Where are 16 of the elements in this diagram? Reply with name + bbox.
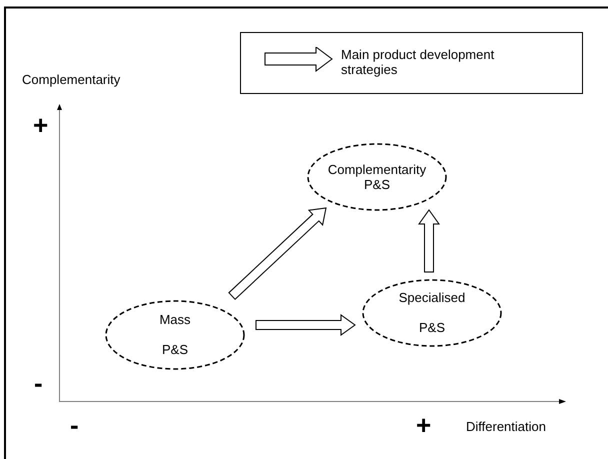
legend-text: Main product development strategies: [341, 47, 496, 77]
dashed-ellipse: [106, 301, 244, 369]
plus-sign: +: [416, 412, 432, 438]
node-label: Specialised P&S: [398, 289, 466, 337]
block-arrow: [418, 209, 440, 272]
block-arrow: [256, 314, 356, 336]
minus-sign: -: [34, 370, 43, 396]
dashed-ellipse: [363, 280, 501, 346]
dashed-ellipse: [308, 144, 446, 210]
axis-label: Differentiation: [466, 419, 546, 434]
minus-sign: -: [70, 412, 79, 438]
block-arrow: [228, 207, 327, 300]
axis-label: Complementarity: [22, 72, 120, 87]
node-label: Complementarity P&S: [327, 162, 427, 192]
node-label: Mass P&S: [158, 311, 192, 359]
plus-sign: +: [33, 112, 48, 138]
